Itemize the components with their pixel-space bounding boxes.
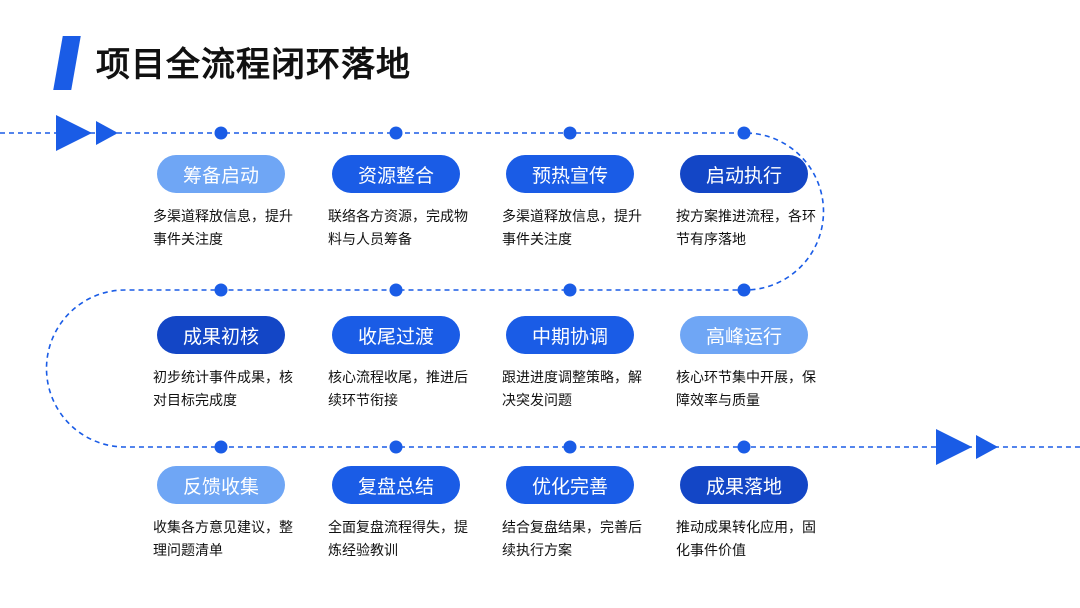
step-label-pill: 反馈收集	[157, 466, 285, 504]
step-card: 资源整合联络各方资源，完成物料与人员筹备	[328, 155, 510, 252]
step-dot	[214, 440, 228, 454]
end-arrow-small	[976, 435, 998, 459]
step-dot	[214, 283, 228, 297]
step-label-pill: 启动执行	[680, 155, 808, 193]
step-description: 多渠道释放信息，提升事件关注度	[153, 209, 293, 248]
step-dot	[563, 283, 577, 297]
step-description: 核心流程收尾，推进后续环节衔接	[328, 370, 468, 409]
step-dot	[563, 440, 577, 454]
dashed-path-line	[0, 132, 1080, 448]
step-dot	[563, 126, 577, 140]
step-card: 优化完善结合复盘结果，完善后续执行方案	[502, 466, 684, 563]
step-description: 跟进进度调整策略，解决突发问题	[502, 370, 642, 409]
step-description: 按方案推进流程，各环节有序落地	[676, 209, 816, 248]
step-card: 筹备启动多渠道释放信息，提升事件关注度	[153, 155, 335, 252]
end-arrow-large	[936, 429, 972, 465]
step-description: 结合复盘结果，完善后续执行方案	[502, 520, 642, 559]
step-dot	[737, 126, 751, 140]
start-arrows	[56, 115, 118, 151]
step-label-pill: 成果落地	[680, 466, 808, 504]
step-label-pill: 优化完善	[506, 466, 634, 504]
step-card: 复盘总结全面复盘流程得失，提炼经验教训	[328, 466, 510, 563]
step-label-pill: 中期协调	[506, 316, 634, 354]
step-description: 全面复盘流程得失，提炼经验教训	[328, 520, 468, 559]
step-card: 成果初核初步统计事件成果，核对目标完成度	[153, 316, 335, 413]
step-description: 推动成果转化应用，固化事件价值	[676, 520, 816, 559]
step-dot	[737, 440, 751, 454]
step-dot	[737, 283, 751, 297]
step-card: 高峰运行核心环节集中开展，保障效率与质量	[676, 316, 858, 413]
step-label-pill: 成果初核	[157, 316, 285, 354]
step-card: 反馈收集收集各方意见建议，整理问题清单	[153, 466, 335, 563]
step-label-pill: 预热宣传	[506, 155, 634, 193]
step-description: 核心环节集中开展，保障效率与质量	[676, 370, 816, 409]
step-card: 成果落地推动成果转化应用，固化事件价值	[676, 466, 858, 563]
end-arrows	[936, 429, 998, 465]
step-description: 联络各方资源，完成物料与人员筹备	[328, 209, 468, 248]
step-dot	[389, 440, 403, 454]
start-arrow-small	[96, 121, 118, 145]
step-dot	[214, 126, 228, 140]
step-dot	[389, 126, 403, 140]
step-label-pill: 复盘总结	[332, 466, 460, 504]
step-label-pill: 收尾过渡	[332, 316, 460, 354]
step-description: 收集各方意见建议，整理问题清单	[153, 520, 293, 559]
page-title: 项目全流程闭环落地	[96, 45, 411, 85]
step-card: 收尾过渡核心流程收尾，推进后续环节衔接	[328, 316, 510, 413]
step-description: 初步统计事件成果，核对目标完成度	[153, 370, 293, 409]
step-label-pill: 高峰运行	[680, 316, 808, 354]
step-card: 预热宣传多渠道释放信息，提升事件关注度	[502, 155, 684, 252]
start-arrow-large	[56, 115, 92, 151]
step-description: 多渠道释放信息，提升事件关注度	[502, 209, 642, 248]
step-label-pill: 资源整合	[332, 155, 460, 193]
step-card: 启动执行按方案推进流程，各环节有序落地	[676, 155, 858, 252]
step-card: 中期协调跟进进度调整策略，解决突发问题	[502, 316, 684, 413]
step-dots	[214, 126, 751, 454]
step-dot	[389, 283, 403, 297]
step-label-pill: 筹备启动	[157, 155, 285, 193]
